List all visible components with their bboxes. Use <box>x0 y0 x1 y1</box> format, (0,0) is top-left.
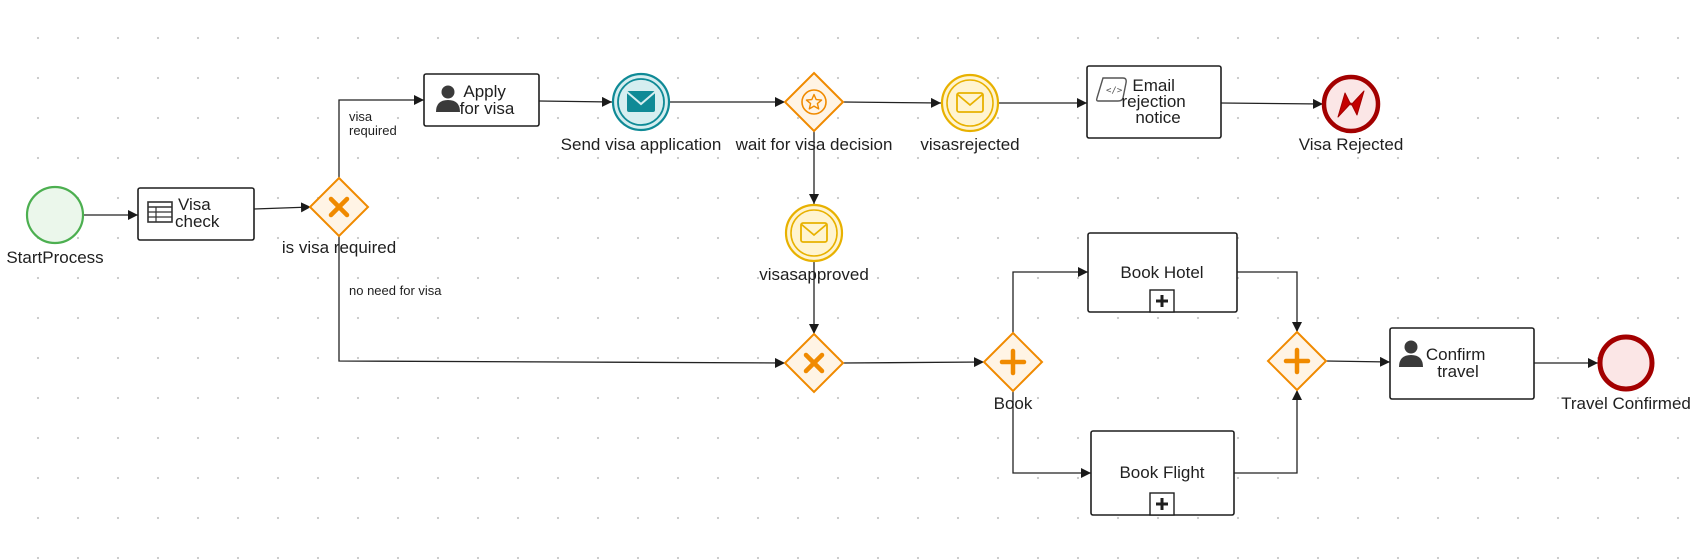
gateway-merge[interactable] <box>783 332 845 394</box>
envelope-icon <box>956 92 984 113</box>
flow-merge-to-book[interactable] <box>842 357 985 368</box>
event-send-visa-application[interactable] <box>611 72 671 132</box>
lightning-icon <box>1337 90 1365 118</box>
flow-email-to-visa-rejected[interactable] <box>1220 98 1324 109</box>
envelope-icon <box>800 222 828 243</box>
event-visasapproved-label: visasapproved <box>759 265 869 284</box>
expand-plus-icon[interactable] <box>1149 289 1175 313</box>
event-travel-confirmed[interactable] <box>1597 334 1655 392</box>
user-icon <box>436 85 460 112</box>
plus-icon <box>999 348 1027 376</box>
flow-book-to-flight[interactable] <box>1012 391 1091 478</box>
flow-book-to-hotel[interactable] <box>1012 267 1088 333</box>
gateway-is-visa-required-label: is visa required <box>282 238 396 257</box>
envelope-filled-icon <box>626 91 656 112</box>
task-email-rejection-notice-label: Email rejection notice <box>1122 76 1191 127</box>
start-event-label: StartProcess <box>6 248 103 267</box>
flow-wait-to-rejected[interactable] <box>842 97 942 108</box>
flow-visa-check-to-gateway[interactable] <box>253 202 312 213</box>
gateway-book-label: Book <box>994 394 1033 413</box>
sequence-flows <box>84 95 1598 478</box>
task-visa-check-label: Visa check <box>175 195 220 231</box>
expand-plus-icon[interactable] <box>1149 492 1175 516</box>
x-mark-icon <box>803 352 825 374</box>
subprocess-book-flight-label: Book Flight <box>1119 463 1204 482</box>
event-visasrejected[interactable] <box>940 73 1000 133</box>
script-icon: </> <box>1095 77 1127 102</box>
flow-label-visa-required: visa required <box>349 109 397 138</box>
event-visa-rejected[interactable] <box>1321 74 1381 134</box>
gateway-wait-for-visa-decision[interactable] <box>783 71 845 133</box>
event-travel-confirmed-label: Travel Confirmed <box>1561 394 1691 413</box>
subprocess-book-hotel[interactable]: Book Hotel <box>1087 232 1238 313</box>
event-visa-rejected-label: Visa Rejected <box>1299 135 1404 154</box>
task-apply-for-visa[interactable]: Apply for visa <box>423 73 540 127</box>
gateway-is-visa-required[interactable] <box>308 176 370 238</box>
gateway-wait-for-visa-decision-label: wait for visa decision <box>735 135 893 154</box>
task-confirm-travel[interactable]: Confirm travel <box>1389 327 1535 400</box>
flow-flight-to-join[interactable] <box>1234 390 1302 474</box>
task-visa-check[interactable]: Visa check <box>137 187 255 241</box>
subprocess-book-flight[interactable]: Book Flight <box>1090 430 1235 516</box>
flow-label-no-need-for-visa: no need for visa <box>349 283 442 298</box>
task-email-rejection-notice[interactable]: </> Email rejection notice <box>1086 65 1222 139</box>
user-icon <box>1399 340 1423 367</box>
flow-no-need-for-visa[interactable] <box>338 236 786 368</box>
task-confirm-travel-label: Confirm travel <box>1426 345 1490 381</box>
star-icon <box>805 93 823 110</box>
flow-join-to-confirm[interactable] <box>1325 356 1391 367</box>
x-mark-icon <box>328 196 350 218</box>
event-visasapproved[interactable] <box>784 203 844 263</box>
start-event[interactable] <box>25 185 85 245</box>
subprocess-book-hotel-label: Book Hotel <box>1120 263 1203 282</box>
event-send-visa-application-label: Send visa application <box>561 135 722 154</box>
plus-icon <box>1283 347 1311 375</box>
flow-apply-to-send[interactable] <box>538 96 613 107</box>
task-apply-for-visa-label: Apply for visa <box>460 82 515 118</box>
flow-visa-required[interactable] <box>338 95 424 178</box>
gateway-join[interactable] <box>1266 330 1328 392</box>
table-icon <box>147 201 173 223</box>
svg-text:</>: </> <box>1106 86 1123 96</box>
gateway-book[interactable] <box>982 331 1044 393</box>
flow-hotel-to-join[interactable] <box>1237 271 1302 332</box>
event-visasrejected-label: visasrejected <box>920 135 1019 154</box>
